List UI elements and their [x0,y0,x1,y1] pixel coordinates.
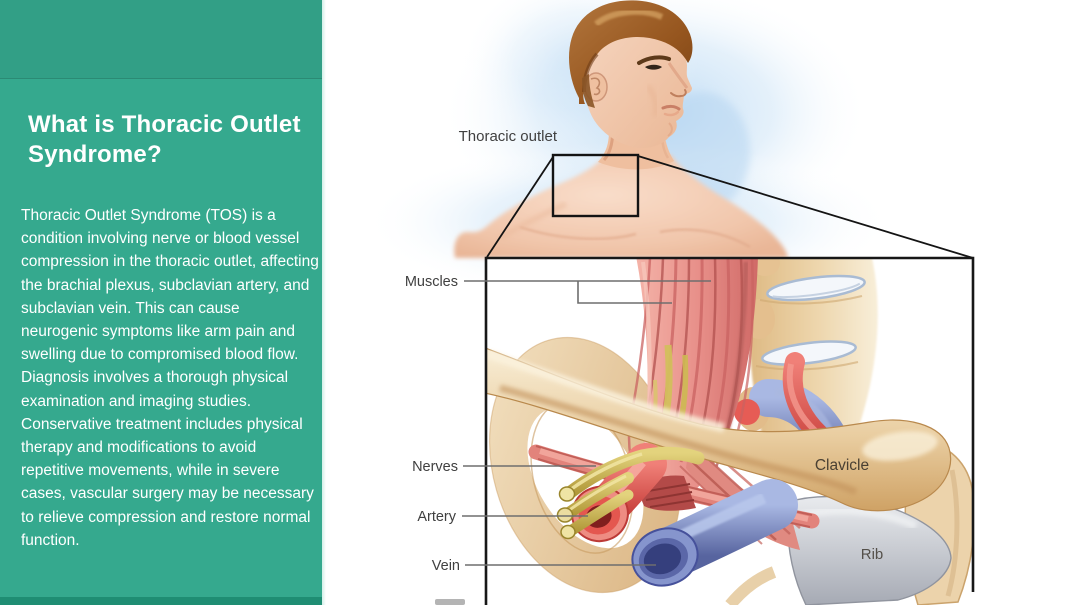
sideburn [582,74,595,108]
zoom-box-content [487,258,973,605]
sidebar: What is Thoracic Outlet Syndrome? Thorac… [0,0,322,605]
clavicle-bone [487,347,952,512]
eyebrow [637,55,671,65]
cutoff-label-fragment [435,599,465,605]
disc-upper [766,274,866,302]
sidebar-edge [322,0,326,605]
label-muscles: Muscles [405,274,458,290]
anatomy-illustration: Thoracic outlet Muscles Nerves Artery Ve… [363,0,975,605]
projection-line-left [486,156,554,258]
label-artery: Artery [417,509,456,525]
label-clavicle: Clavicle [815,457,869,474]
projection-line-right [637,155,974,259]
zoom-source-rect [551,153,640,218]
body-text: Thoracic Outlet Syndrome (TOS) is a cond… [21,207,319,549]
brachial-plexus-nerves [556,446,705,540]
label-vein: Vein [432,558,460,574]
sidebar-top-band [0,0,322,79]
label-rib: Rib [861,546,884,563]
hair [569,0,693,105]
eye [645,64,662,70]
muscles-leader-branch [577,281,672,304]
label-nerves: Nerves [412,459,458,475]
label-thoracic-outlet: Thoracic outlet [459,128,558,145]
page-title: What is Thoracic Outlet Syndrome? [28,111,301,168]
zoom-box-border [484,256,975,605]
illustration-area: Thoracic outlet Muscles Nerves Artery Ve… [322,0,1076,605]
leader-lines [462,280,711,566]
nose [667,62,689,89]
subclavian-vein [631,479,798,587]
lips [661,104,681,111]
face [583,20,692,149]
sidebar-bottom-strip [0,597,322,605]
